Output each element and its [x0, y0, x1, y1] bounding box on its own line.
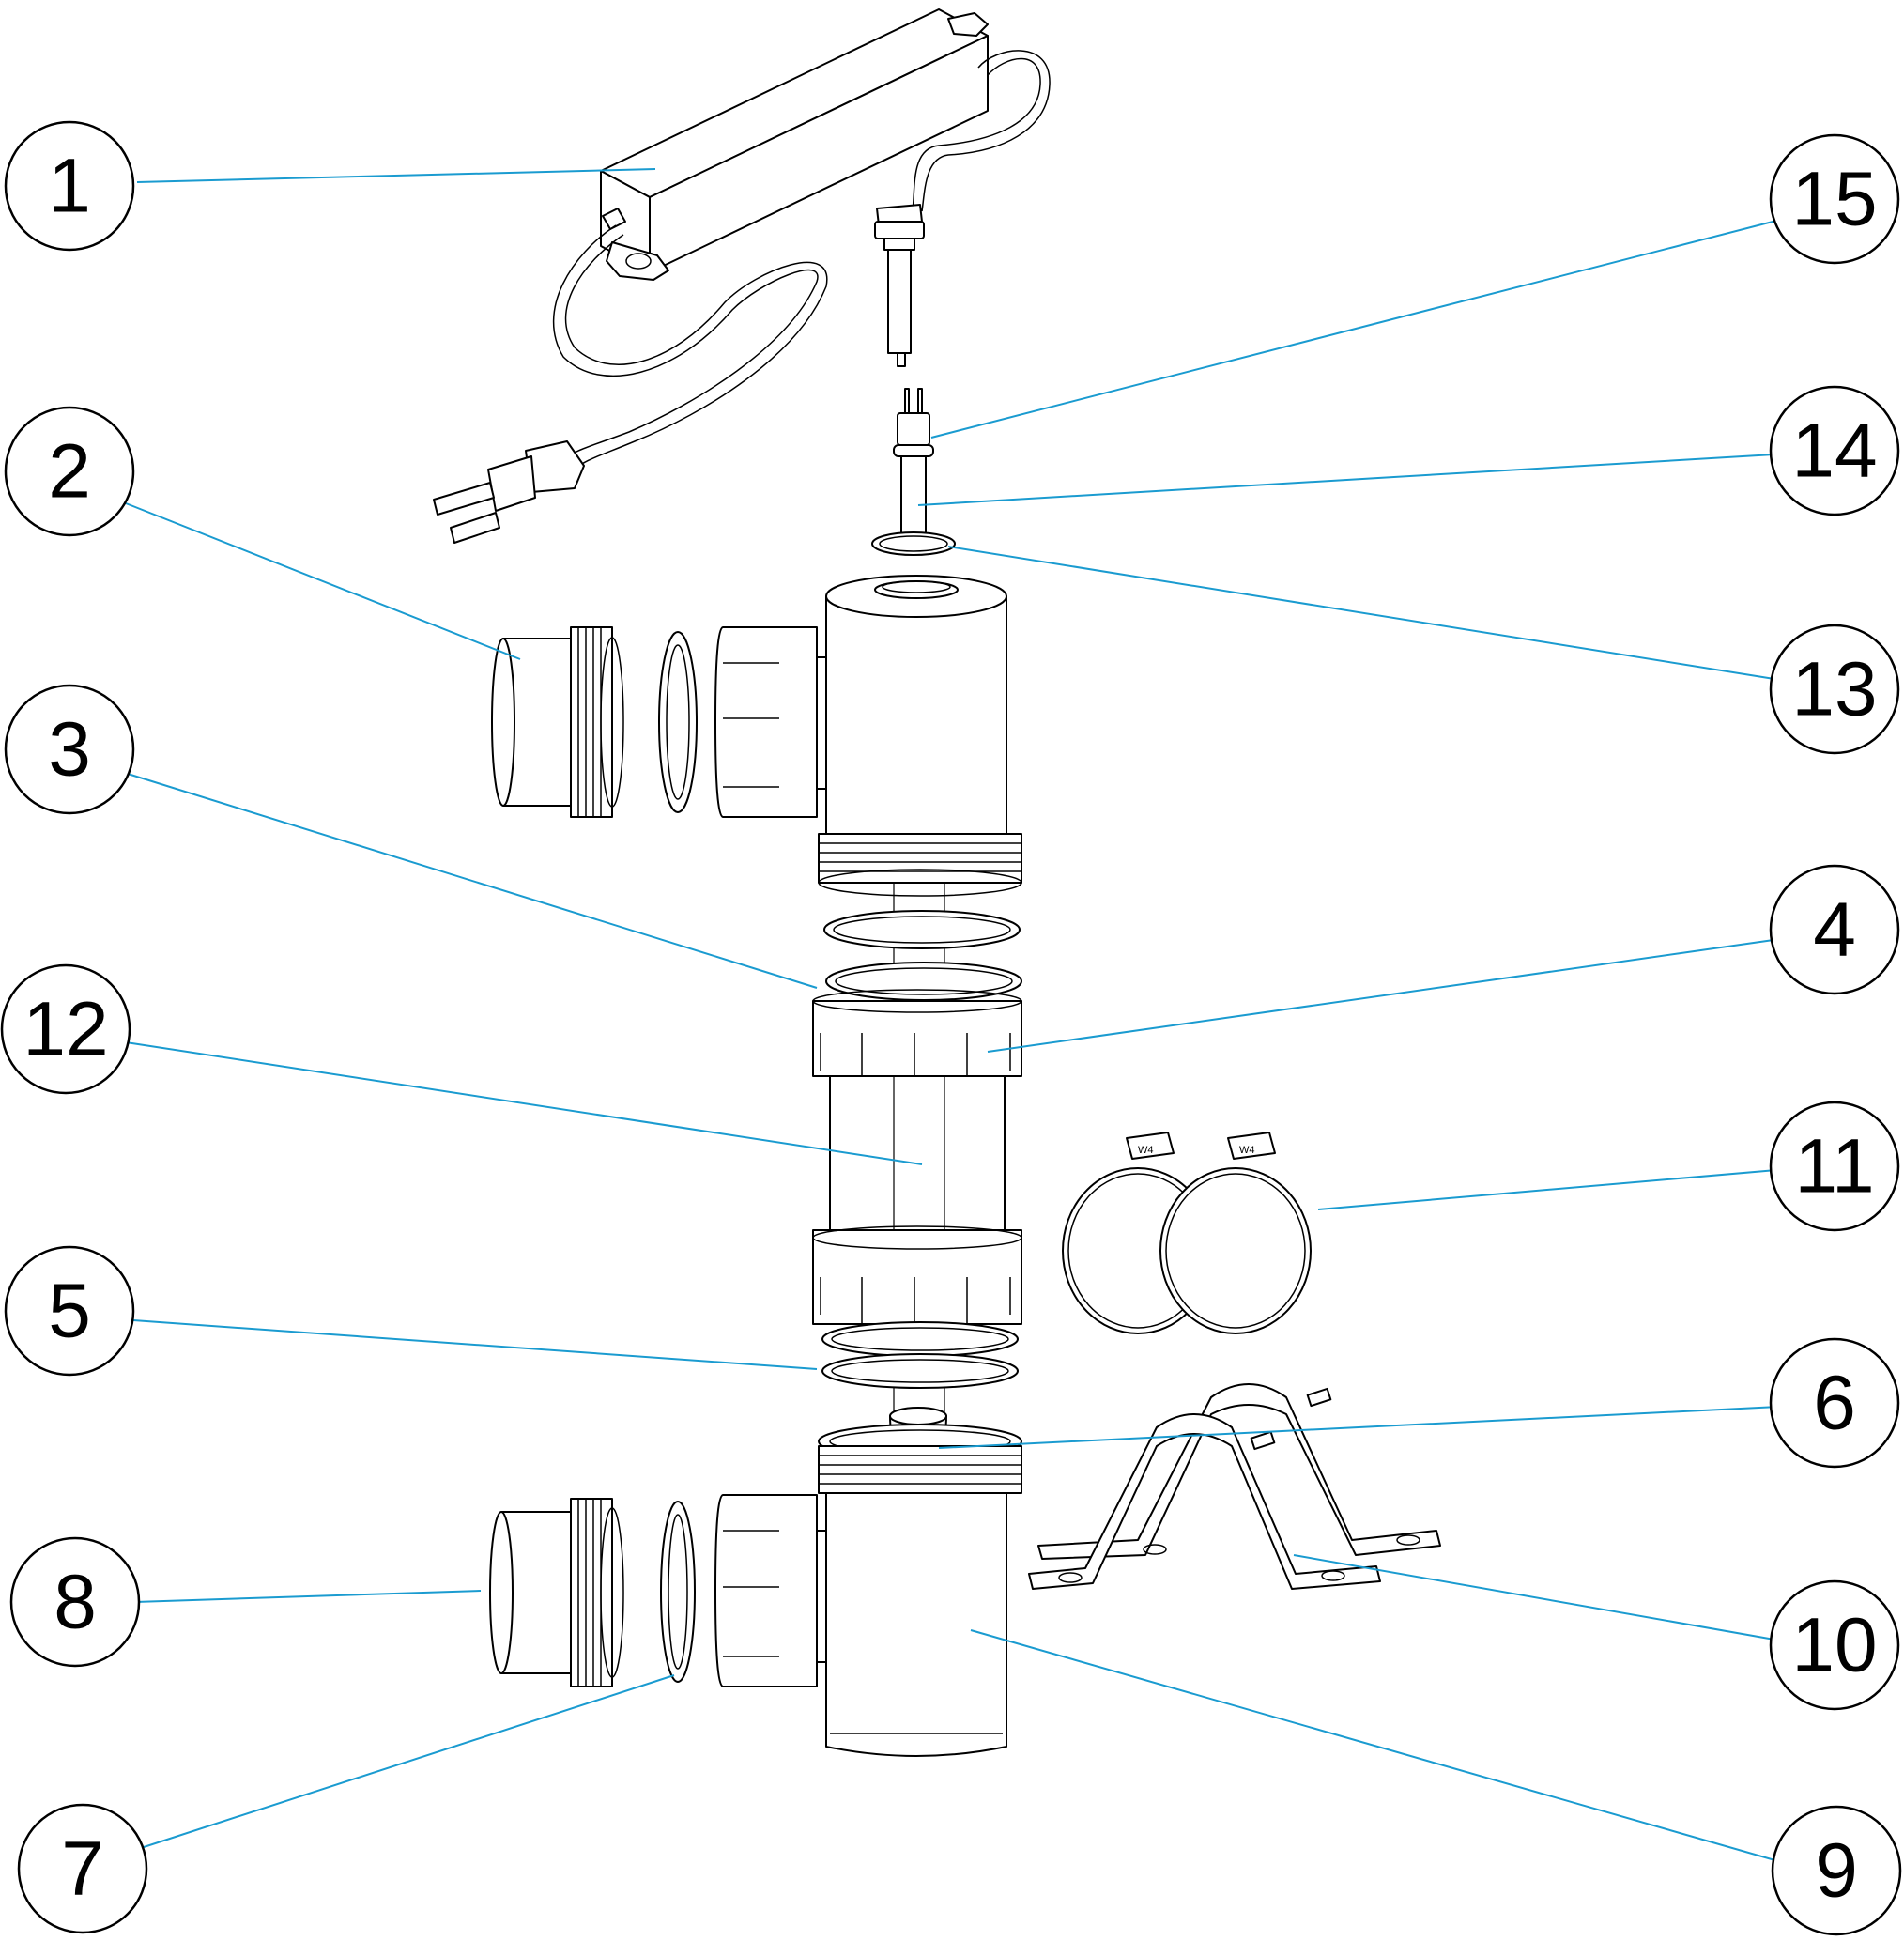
callout-13: 13 [1769, 624, 1900, 755]
leader-line-15 [930, 219, 1781, 439]
callout-14-number: 14 [1791, 408, 1877, 494]
part-hose-clamps: W4 W4 [1062, 1132, 1312, 1334]
part-bottom-union-nut [714, 1494, 818, 1687]
callout-11-number: 11 [1794, 1124, 1874, 1209]
callout-11: 11 [1769, 1101, 1900, 1232]
callout-5: 5 [4, 1245, 135, 1377]
callout-9: 9 [1771, 1805, 1902, 1936]
callout-5-number: 5 [48, 1269, 91, 1354]
part-coupling-nut-lower [812, 1225, 1022, 1329]
part-ballast-assembly [433, 8, 1051, 544]
leader-lines [125, 168, 1792, 1866]
callout-15: 15 [1769, 133, 1900, 265]
part-bottom-union [489, 1498, 624, 1687]
clamp-marking-label: W4 [1138, 1145, 1154, 1156]
leader-line-13 [947, 546, 1781, 681]
leader-line-6 [938, 1406, 1779, 1449]
callout-12: 12 [0, 963, 131, 1095]
part-lamp-socket [874, 204, 925, 367]
part-mounting-brackets [1028, 1383, 1441, 1590]
callout-1-number: 1 [48, 144, 91, 229]
leader-line-12 [125, 1041, 923, 1165]
part-bottom-union-washer [660, 1501, 696, 1683]
leader-line-10 [1293, 1554, 1775, 1641]
callout-1: 1 [4, 120, 135, 252]
leader-line-4 [987, 938, 1781, 1053]
part-lamp-o-ring [871, 531, 956, 556]
callout-10: 10 [1769, 1579, 1900, 1711]
clamp-marking-label: W4 [1239, 1145, 1255, 1156]
callout-10-number: 10 [1791, 1603, 1877, 1688]
callout-6: 6 [1769, 1337, 1900, 1469]
callout-4: 4 [1769, 864, 1900, 995]
leader-line-7 [140, 1674, 675, 1849]
callout-15-number: 15 [1791, 157, 1877, 242]
callout-4-number: 4 [1813, 887, 1856, 973]
part-coupling-nut-upper [812, 962, 1022, 1085]
callout-13-number: 13 [1791, 647, 1877, 732]
callout-2-number: 2 [48, 429, 91, 515]
leader-line-11 [1317, 1169, 1777, 1210]
leader-line-8 [134, 1590, 482, 1603]
part-transparent-chamber [829, 1075, 1006, 1231]
callout-6-number: 6 [1813, 1361, 1856, 1446]
leader-line-14 [917, 454, 1775, 506]
callout-9-number: 9 [1815, 1828, 1858, 1914]
leader-line-9 [970, 1629, 1792, 1866]
callout-14: 14 [1769, 385, 1900, 516]
callout-7: 7 [17, 1803, 148, 1934]
callout-7-number: 7 [61, 1826, 104, 1912]
callout-3: 3 [4, 684, 135, 815]
part-uv-lamp [893, 388, 934, 551]
callout-2: 2 [4, 406, 135, 537]
leader-line-2 [125, 502, 521, 660]
part-housing-seal-lower [821, 1321, 1019, 1389]
callout-8-number: 8 [54, 1560, 97, 1645]
part-top-union [491, 626, 818, 818]
callout-3-number: 3 [48, 707, 91, 793]
part-housing-seal-upper [823, 910, 1021, 949]
part-lower-housing [799, 1424, 1022, 1757]
part-upper-housing [799, 575, 1022, 897]
leader-line-1 [136, 168, 656, 183]
leader-line-3 [127, 773, 818, 989]
callout-8: 8 [9, 1536, 141, 1668]
callout-12-number: 12 [23, 987, 108, 1072]
leader-line-5 [132, 1319, 818, 1370]
